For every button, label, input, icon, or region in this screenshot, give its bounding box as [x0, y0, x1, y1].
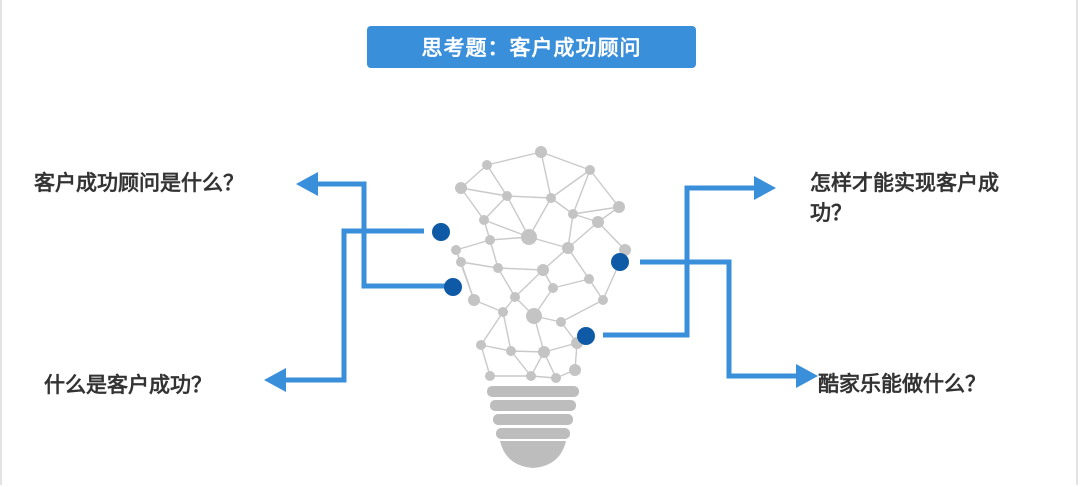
lightbulb-network-icon [451, 146, 631, 468]
network-node [485, 371, 495, 381]
network-edge [540, 151, 591, 171]
network-node [548, 283, 558, 293]
network-edge [550, 169, 591, 199]
highlight-node-3 [611, 253, 629, 271]
arrow-head-q2 [264, 368, 286, 392]
network-node [521, 229, 537, 245]
network-node [485, 235, 495, 245]
network-edge [514, 269, 544, 298]
connector-q4 [640, 259, 800, 379]
network-node [537, 264, 549, 276]
bulb-base [487, 386, 579, 468]
network-edge [597, 221, 626, 251]
network-edge [455, 239, 491, 251]
network-node [510, 292, 520, 302]
network-node [613, 201, 625, 213]
network-node [592, 216, 604, 228]
network-node [451, 245, 461, 255]
connector-q1 [316, 181, 446, 289]
highlight-node-2 [444, 278, 462, 296]
network-edge [480, 311, 504, 346]
network-edge [483, 219, 530, 238]
network-node [493, 263, 503, 273]
network-node [456, 257, 466, 267]
network-edge [552, 278, 590, 289]
highlight-node-1 [432, 223, 450, 241]
arrow-head-q1 [296, 172, 318, 196]
network-node [502, 191, 512, 201]
network-edge [540, 151, 552, 199]
question-what-is-cs: 什么是客户成功？ [44, 373, 212, 397]
network-node [556, 317, 566, 327]
network-node [535, 146, 547, 158]
network-node [479, 215, 489, 225]
network-node [562, 242, 574, 254]
network-node [526, 308, 542, 324]
network-edge [460, 187, 508, 197]
arrow-head-q3 [754, 176, 776, 200]
network-edge [502, 311, 512, 352]
network-edge [560, 299, 604, 323]
network-edge [480, 344, 491, 377]
network-edge [486, 151, 542, 166]
page-title: 思考题：客户成功顾问 [421, 36, 642, 60]
network-edge [497, 267, 516, 298]
network-edge [567, 247, 590, 280]
network-edge [486, 164, 508, 197]
network-edge [483, 195, 508, 221]
network-node [569, 364, 581, 376]
highlight-node-4 [577, 327, 595, 345]
network-node [546, 193, 556, 203]
network-node [482, 160, 492, 170]
network-edge [572, 206, 620, 215]
network-node [526, 371, 536, 381]
title-banner: 思考题：客户成功顾问 [367, 26, 696, 68]
connector-q2 [285, 228, 424, 383]
network-node [584, 274, 594, 284]
network-node [476, 340, 486, 350]
network-node [568, 209, 578, 219]
network-edge [497, 267, 544, 271]
question-how-achieve-cs: 怎样才能实现客户成功？ [810, 171, 999, 225]
network-edge [506, 195, 552, 199]
network-node [551, 373, 561, 383]
network-node [619, 244, 631, 256]
network-node [585, 165, 595, 175]
arrow-head-q4 [796, 364, 818, 388]
network-node [538, 346, 550, 358]
network-edge [510, 350, 532, 377]
network-node [498, 307, 508, 317]
network-edge [460, 261, 499, 269]
network-node [468, 294, 480, 306]
network-edge [589, 169, 620, 208]
network-node [455, 182, 467, 194]
network-edge [480, 344, 512, 352]
network-node [598, 295, 608, 305]
network-edge [460, 187, 485, 221]
network-node [506, 346, 516, 356]
network-edge [572, 169, 591, 215]
network-edge [567, 221, 599, 249]
question-what-is-csm: 客户成功顾问是什么？ [34, 171, 244, 195]
question-what-kujiale-can-do: 酷家乐能做什么？ [818, 372, 986, 396]
